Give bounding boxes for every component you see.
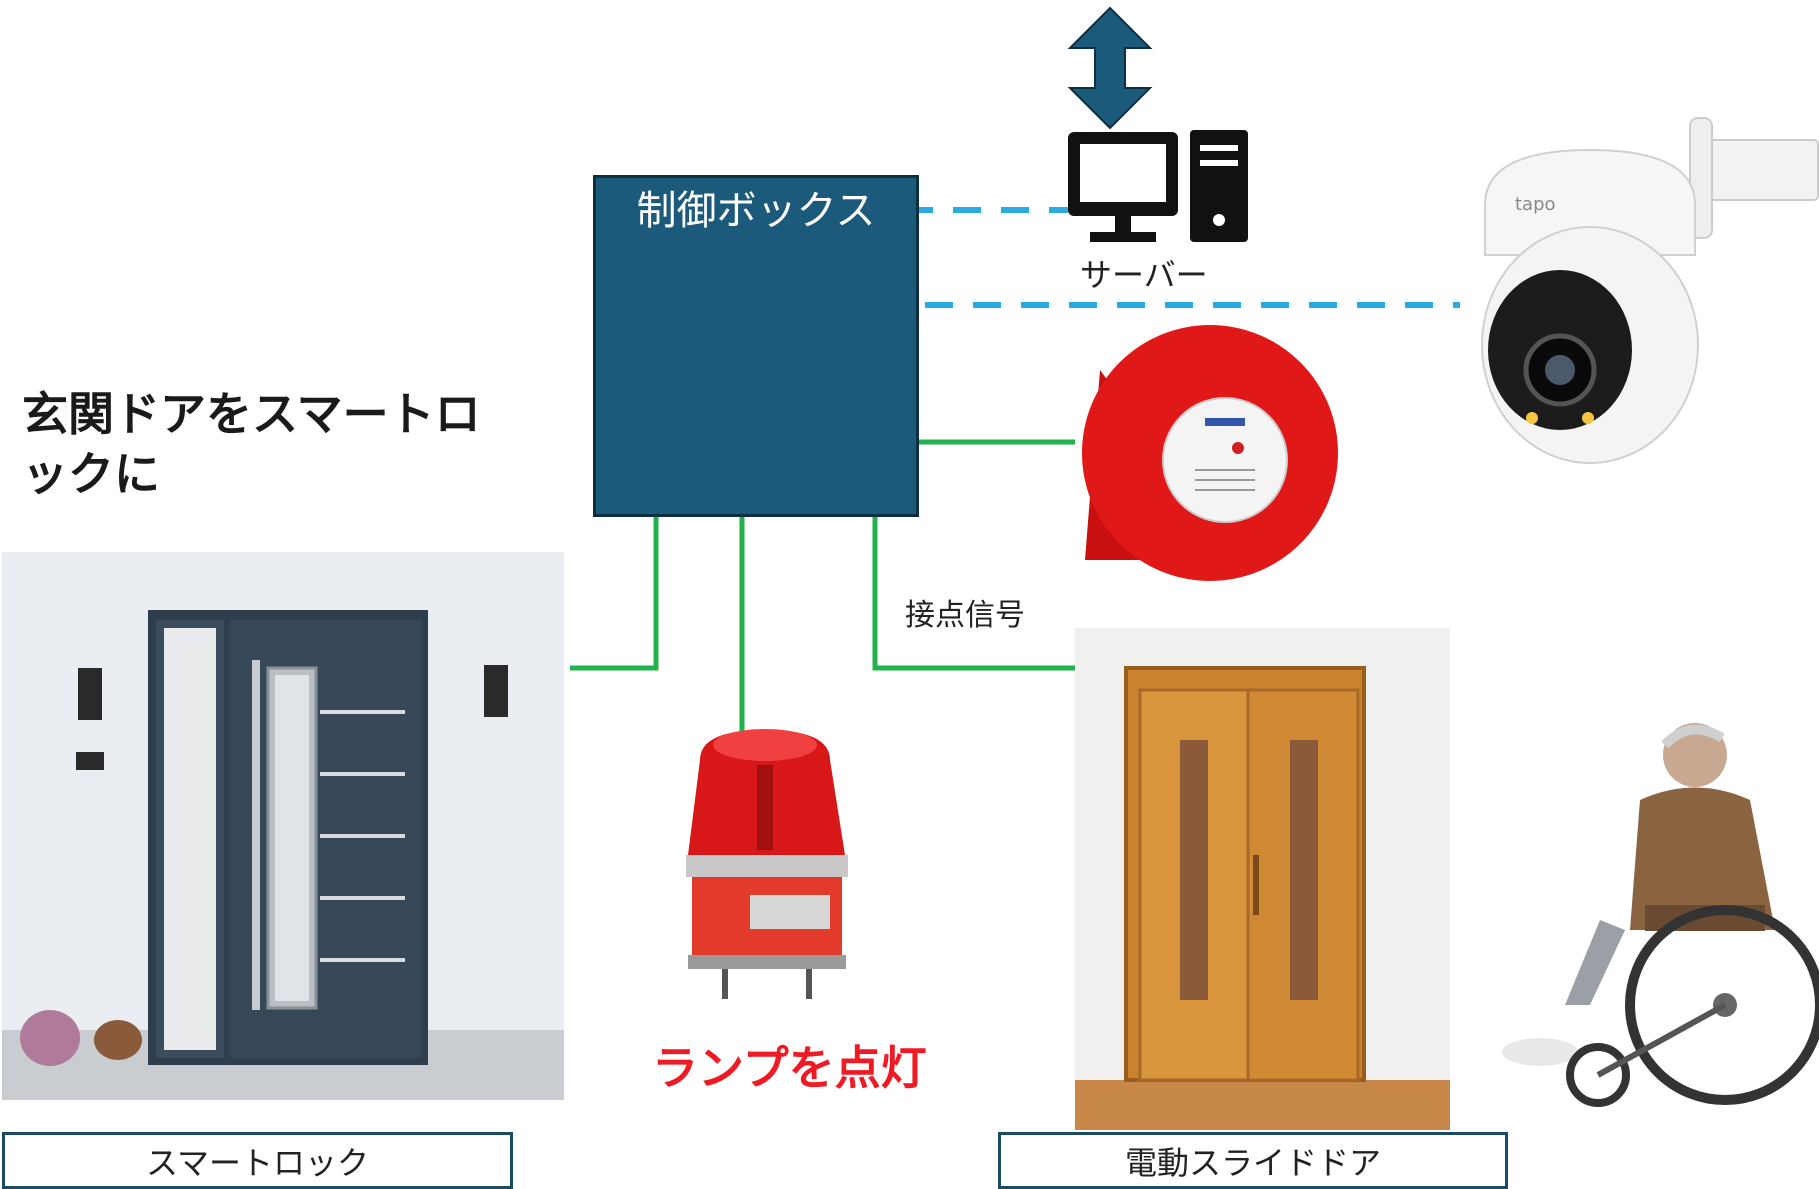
camera-brand: tapo (1515, 194, 1556, 215)
wire-to-sliding-door (872, 517, 1075, 671)
server-computer-icon (1068, 130, 1248, 242)
control-box-label: 制御ボックス (636, 188, 876, 234)
electric-sliding-door-image (1075, 628, 1450, 1130)
wire-to-smart-lock (570, 517, 659, 671)
wheelchair-user-image (1502, 723, 1819, 1107)
front-door-image (2, 552, 564, 1100)
server-label: サーバー (1080, 256, 1208, 294)
sliding-door-caption: 電動スライドドア (1124, 1143, 1381, 1182)
page-heading: 玄関ドアをスマートロックに (22, 387, 481, 501)
smart-lock-caption: スマートロック (145, 1143, 370, 1182)
sliding-door-caption-box: 電動スライドドア (998, 1132, 1508, 1189)
control-box: 制御ボックス (593, 175, 919, 517)
security-camera-icon: tapo (1481, 117, 1819, 464)
bidirectional-arrow-icon (1067, 6, 1153, 130)
rotating-warning-lamp-icon (686, 729, 848, 999)
contact-signal-label: 接点信号 (905, 598, 1025, 633)
lamp-caption: ランプを点灯 (652, 1041, 927, 1095)
smart-lock-caption-box: スマートロック (2, 1132, 513, 1189)
alarm-bell-icon (1082, 325, 1338, 581)
